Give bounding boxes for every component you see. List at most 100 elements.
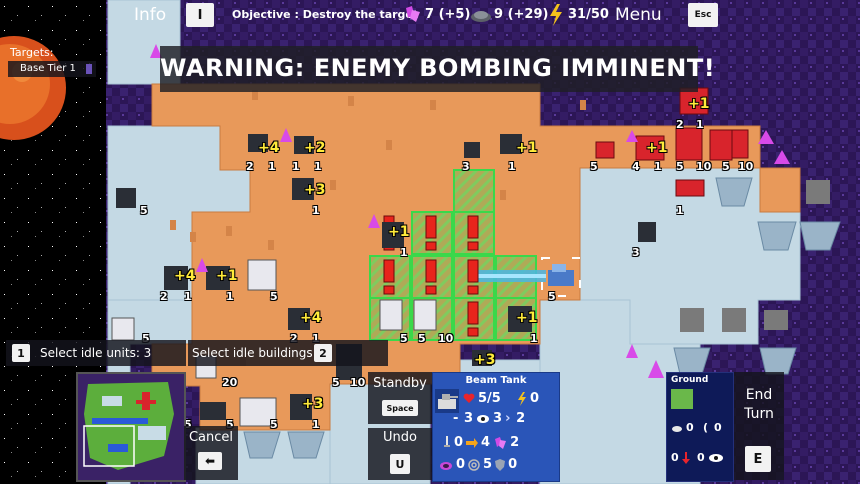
crystal-cost-icon: [495, 436, 507, 449]
map-yield-label: +2: [304, 140, 326, 156]
terrain-row-2: (0: [703, 421, 722, 434]
select-idle-units[interactable]: 1 Select idle units: 3: [6, 340, 186, 366]
undo-key[interactable]: U: [390, 454, 410, 474]
metal-count: 9 (+29): [494, 7, 549, 22]
map-yield-label: +3: [304, 182, 326, 198]
unit-count-label: 1: [312, 332, 320, 345]
unit-count-label: 5: [270, 418, 278, 431]
energy-icon: [550, 4, 562, 26]
terrain-name: Ground: [671, 375, 709, 385]
map-yield-label: +1: [688, 96, 710, 112]
cancel-key[interactable]: ⬅: [198, 452, 222, 470]
idle-buildings-key[interactable]: 2: [314, 344, 332, 362]
arrow-down-icon: [682, 451, 690, 464]
target-item-label: Base Tier 1: [20, 63, 76, 74]
unit-count-label: 5: [270, 290, 278, 303]
unit-slot-a: 0: [456, 457, 466, 472]
unit-crystal-cost: 2: [510, 435, 520, 450]
unit-count-label: 5: [676, 160, 684, 173]
unit-energy: 0: [530, 391, 540, 406]
unit-attack-row: 0 4 2: [443, 435, 519, 450]
unit-vision-row: -3 3 › 2: [453, 411, 526, 426]
minimap-canvas: [78, 374, 184, 480]
unit-count-label: 2: [290, 332, 298, 345]
minimap[interactable]: [76, 372, 186, 482]
unit-count-label: 5: [184, 418, 192, 431]
warning-banner: WARNING: ENEMY BOMBING IMMINENT!: [160, 46, 715, 92]
standby-label: Standby: [373, 376, 427, 391]
cloud-icon: [672, 425, 682, 432]
menu-label: Menu: [615, 5, 662, 25]
unit-count-label: 1: [530, 332, 538, 345]
standby-button[interactable]: Standby Space: [368, 372, 432, 424]
unit-count-label: 1: [654, 160, 662, 173]
unit-count-label: 1: [696, 118, 704, 131]
idle-units-key[interactable]: 1: [12, 344, 30, 362]
unit-slot-b: 5: [483, 457, 493, 472]
unit-count-label: 1: [400, 246, 408, 259]
unit-count-label: 1: [184, 290, 192, 303]
map-yield-label: +1: [646, 140, 668, 156]
unit-count-label: 5: [722, 160, 730, 173]
terrain-row-4: 0: [697, 451, 724, 464]
end-turn-key[interactable]: E: [745, 446, 771, 472]
bolt-icon: [518, 391, 526, 406]
cancel-button[interactable]: Cancel ⬅: [184, 426, 238, 480]
objective-text: Objective : Destroy the target: [232, 8, 419, 21]
unit-count-label: 2: [246, 160, 254, 173]
unit-count-label: 2: [676, 118, 684, 131]
map-yield-label: +3: [474, 352, 496, 368]
unit-name: Beam Tank: [465, 375, 527, 386]
chevron-right-icon: ›: [505, 411, 511, 426]
targets-title: Targets:: [10, 46, 54, 59]
map-yield-label: +4: [258, 140, 280, 156]
unit-count-label: 1: [508, 160, 516, 173]
idle-buildings-label: Select idle buildings: 6: [192, 346, 329, 360]
unit-range: 4: [481, 435, 491, 450]
unit-hp-row: 5/5: [463, 391, 501, 406]
heart-icon: [463, 393, 475, 403]
unit-sight: 3: [493, 411, 503, 426]
beam-tank-icon: [438, 394, 458, 409]
unit-count-label: 5: [142, 332, 150, 345]
undo-button[interactable]: Undo U: [368, 428, 432, 480]
range-icon: [466, 437, 479, 448]
unit-count-label: 10: [350, 376, 366, 389]
select-idle-buildings[interactable]: Select idle buildings: 6 2: [188, 340, 388, 366]
unit-count-label: 2: [160, 290, 168, 303]
info-button[interactable]: I: [186, 3, 214, 27]
terrain-v4: 0: [697, 451, 705, 464]
unit-count-label: 5: [548, 290, 556, 303]
map-yield-label: +1: [216, 268, 238, 284]
eye-icon: [709, 453, 723, 462]
unit-count-label: 5: [332, 376, 340, 389]
unit-portrait: [435, 389, 459, 413]
unit-vision: 3: [464, 411, 474, 426]
terrain-row-1: 0: [671, 421, 694, 434]
undo-label: Undo: [383, 430, 417, 445]
unit-count-label: 5: [226, 418, 234, 431]
terrain-v3: 0: [671, 451, 679, 464]
terrain-v1: 0: [686, 421, 694, 434]
unit-count-label: 1: [268, 160, 276, 173]
map-yield-label: +3: [302, 396, 324, 412]
unit-attack: 0: [454, 435, 464, 450]
unit-count-label: 1: [226, 290, 234, 303]
dome-icon: [440, 461, 452, 470]
sword-icon: [444, 435, 450, 447]
crystal-icon: [406, 6, 420, 22]
menu-button[interactable]: Esc: [688, 3, 718, 27]
end-turn-button[interactable]: End Turn E: [734, 372, 784, 480]
end-turn-label: End Turn: [744, 387, 774, 422]
unit-count-label: 1: [312, 204, 320, 217]
unit-count-label: 3: [632, 246, 640, 259]
shield-icon: [495, 458, 506, 471]
target-item[interactable]: Base Tier 1: [8, 61, 96, 77]
map-yield-label: +1: [516, 140, 538, 156]
standby-key[interactable]: Space: [382, 400, 418, 416]
unit-count-label: 1: [312, 418, 320, 431]
unit-energy-row: 0: [517, 391, 539, 406]
terrain-info-panel: Ground 0 (0 0 0: [666, 372, 734, 482]
eye-icon: [477, 414, 490, 423]
unit-count-label: 1: [292, 160, 300, 173]
